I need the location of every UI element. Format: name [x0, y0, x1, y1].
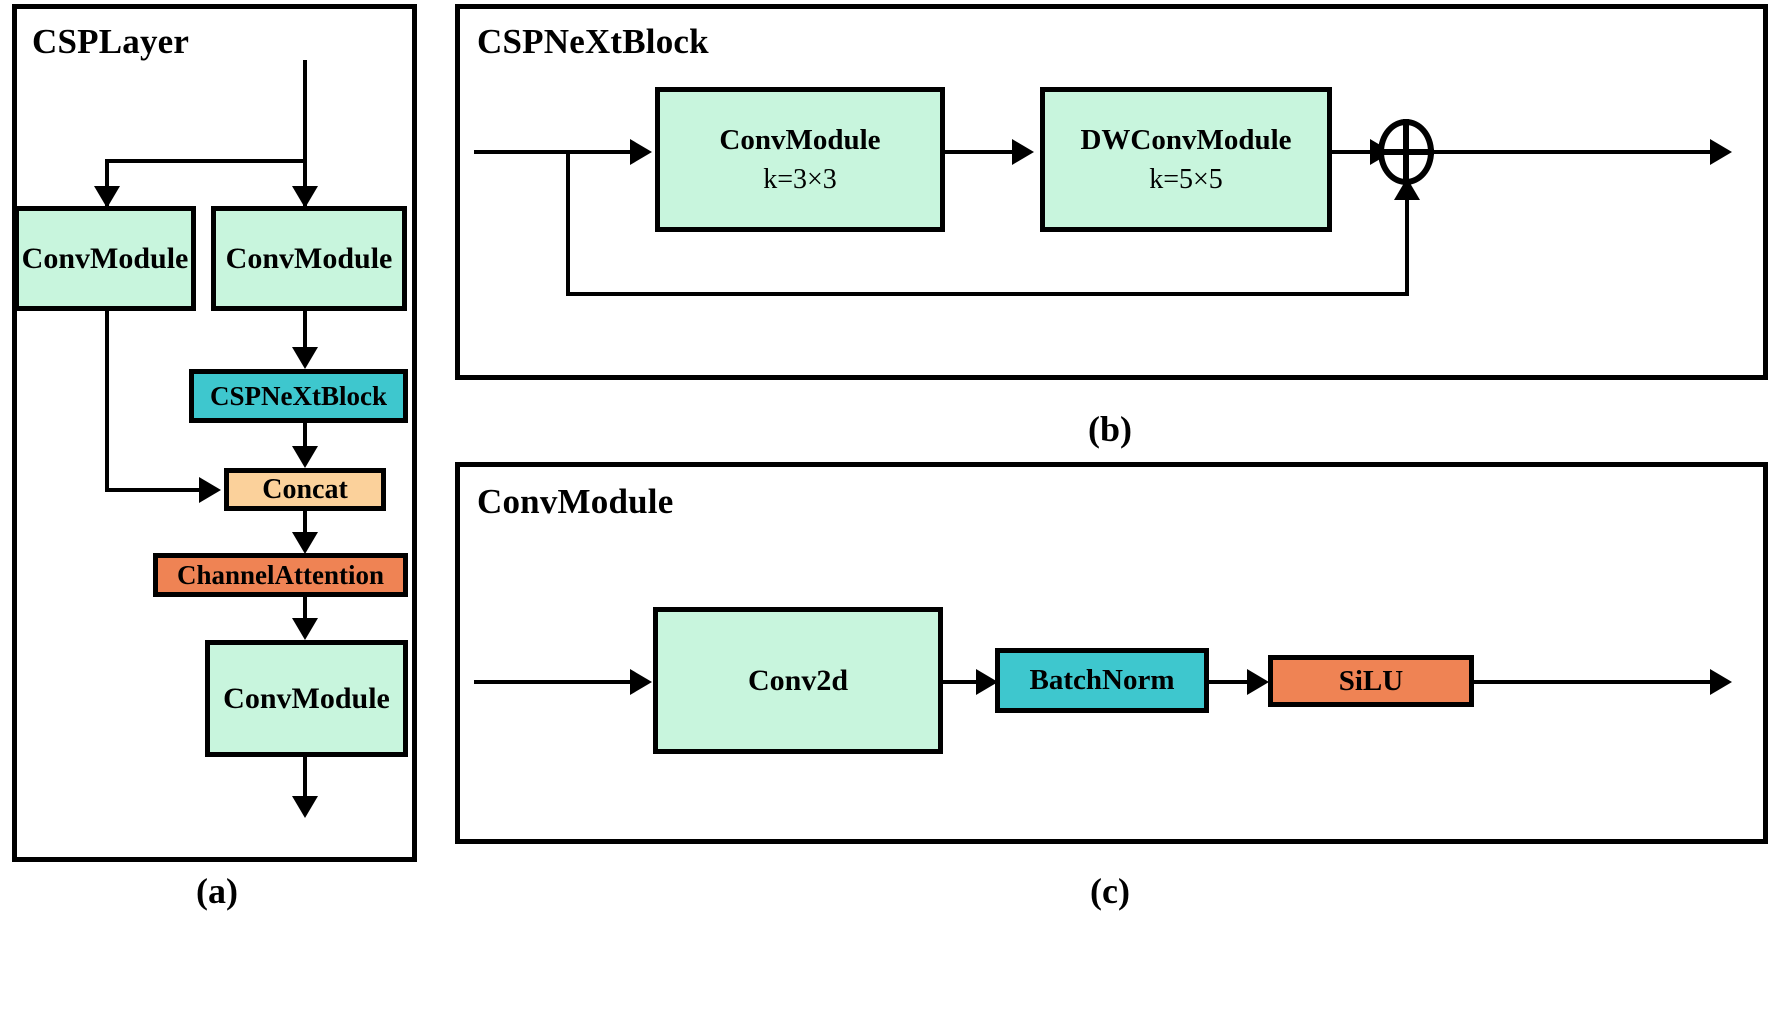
- a-left-branch-arrowhead: [94, 186, 120, 208]
- block-concat[interactable]: Concat: [224, 468, 386, 511]
- b-output-arrowhead: [1710, 139, 1732, 165]
- a-split-hline: [105, 159, 307, 163]
- block-channel-attention-label: ChannelAttention: [176, 559, 385, 590]
- a-left-branch-stem: [105, 159, 109, 208]
- block-silu[interactable]: SiLU: [1268, 655, 1474, 707]
- block-batchnorm[interactable]: BatchNorm: [995, 648, 1209, 713]
- block-b-dwconvmodule[interactable]: DWConvModule k=5×5: [1040, 87, 1332, 232]
- panel-b-caption: (b): [1088, 409, 1132, 449]
- panel-a-title: CSPLayer: [32, 22, 190, 61]
- a-ca-to-convout-arrowhead: [292, 618, 318, 640]
- a-cspnext-to-concat-line: [303, 423, 307, 451]
- b-output-line: [1434, 150, 1719, 154]
- a-output-arrowhead: [292, 796, 318, 818]
- c-output-arrowhead: [1710, 669, 1732, 695]
- block-concat-label: Concat: [262, 473, 348, 505]
- a-cspnext-to-concat-arrowhead: [292, 446, 318, 468]
- a-right-branch-arrowhead: [292, 186, 318, 208]
- b-conv-to-dwconv-line: [945, 150, 1017, 154]
- b-input-arrowhead: [630, 139, 652, 165]
- block-silu-label: SiLU: [1338, 664, 1404, 697]
- panel-b-title: CSPNeXtBlock: [477, 22, 709, 61]
- block-conv2d[interactable]: Conv2d: [653, 607, 943, 754]
- c-conv2d-to-bn-arrowhead: [976, 669, 998, 695]
- c-bn-to-silu-line: [1209, 680, 1254, 684]
- block-batchnorm-label: BatchNorm: [1029, 664, 1175, 697]
- block-b-dwconvmodule-kernel: k=5×5: [1149, 163, 1223, 195]
- block-b-convmodule-label: ConvModule: [719, 124, 881, 157]
- a-skip-arrowhead: [199, 477, 221, 503]
- block-b-convmodule-kernel: k=3×3: [763, 163, 837, 195]
- block-channel-attention[interactable]: ChannelAttention: [153, 553, 408, 597]
- a-skip-hline: [105, 488, 204, 492]
- c-conv2d-to-bn-line: [943, 680, 983, 684]
- b-residual-vline: [566, 150, 570, 296]
- c-input-line: [474, 680, 634, 684]
- a-conv-to-cspnext-arrowhead: [292, 347, 318, 369]
- b-dwconv-to-sum-line: [1332, 150, 1380, 154]
- block-conv-out-label: ConvModule: [223, 681, 390, 715]
- block-b-dwconvmodule-label: DWConvModule: [1080, 124, 1292, 157]
- block-b-convmodule[interactable]: ConvModule k=3×3: [655, 87, 945, 232]
- b-input-line: [474, 150, 634, 154]
- a-output-stem: [303, 757, 307, 812]
- sum-node-vertical-bar: [1403, 119, 1409, 185]
- a-ca-to-convout-line: [303, 597, 307, 625]
- a-concat-to-ca-line: [303, 511, 307, 539]
- block-cspnextblock-label: CSPNeXtBlock: [210, 380, 387, 411]
- block-conv-right-label: ConvModule: [225, 241, 393, 275]
- c-input-arrowhead: [630, 669, 652, 695]
- c-bn-to-silu-arrowhead: [1247, 669, 1269, 695]
- a-skip-vline: [105, 311, 109, 490]
- block-conv-out[interactable]: ConvModule: [205, 640, 408, 757]
- a-conv-to-cspnext-line: [303, 311, 307, 351]
- sum-node-icon: [1378, 119, 1434, 185]
- block-cspnextblock[interactable]: CSPNeXtBlock: [189, 369, 408, 423]
- b-residual-hline: [566, 292, 1409, 296]
- a-concat-to-ca-arrowhead: [292, 532, 318, 554]
- panel-c-caption: (c): [1090, 871, 1130, 911]
- c-output-line: [1474, 680, 1719, 684]
- a-input-stem: [303, 60, 307, 210]
- panel-a-caption: (a): [196, 871, 238, 911]
- block-conv-left[interactable]: ConvModule: [14, 206, 196, 311]
- panel-c-title: ConvModule: [477, 482, 674, 521]
- block-conv-left-label: ConvModule: [21, 241, 189, 275]
- b-conv-to-dwconv-arrowhead: [1012, 139, 1034, 165]
- block-conv-right[interactable]: ConvModule: [211, 206, 407, 311]
- b-residual-riser: [1405, 196, 1409, 296]
- block-conv2d-label: Conv2d: [747, 663, 849, 697]
